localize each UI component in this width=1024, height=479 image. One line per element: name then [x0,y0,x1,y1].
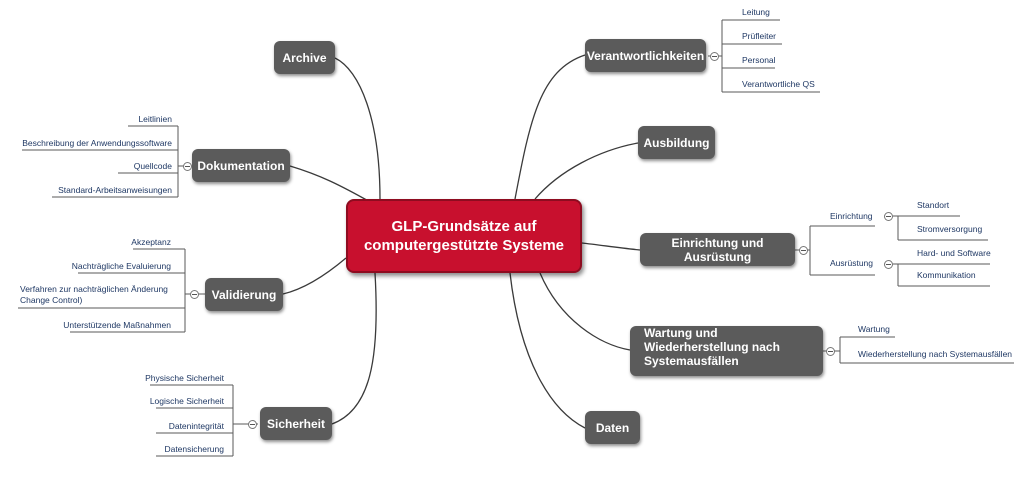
leaf-beschreibung-anwendungssoftware[interactable]: Beschreibung der Anwendungssoftware [22,138,172,148]
topic-sicherheit[interactable]: Sicherheit [260,407,332,440]
leaf-personal[interactable]: Personal [742,55,776,65]
leaf-unterstuetzende-massnahmen[interactable]: Unterstützende Maßnahmen [63,320,171,330]
topic-daten[interactable]: Daten [585,411,640,444]
leaf-verfahren-aenderung[interactable]: Verfahren zur nachträglichen Änderung Ch… [20,284,168,306]
collapse-toggle-wartung[interactable] [826,347,835,356]
leaf-leitlinien[interactable]: Leitlinien [138,114,172,124]
leaf-datensicherung[interactable]: Datensicherung [164,444,224,454]
topic-wartung-line1: Wartung und Wiederherstellung nach [644,326,780,354]
leaf-nachtraegliche-evaluierung[interactable]: Nachträgliche Evaluierung [71,261,171,271]
leaf-verfahren-line2: Change Control) [20,295,83,305]
leaf-stromversorgung[interactable]: Stromversorgung [917,224,983,234]
central-topic-line1: GLP-Grundsätze auf [391,218,537,235]
leaf-logische-sicherheit[interactable]: Logische Sicherheit [149,396,224,406]
collapse-toggle-verantwortlichkeiten[interactable] [710,52,719,61]
collapse-toggle-sicherheit[interactable] [248,420,257,429]
collapse-toggle-einrichtung[interactable] [884,212,893,221]
topic-archive[interactable]: Archive [274,41,335,74]
leaf-akzeptanz[interactable]: Akzeptanz [131,237,171,247]
topic-dokumentation[interactable]: Dokumentation [192,149,290,182]
leaf-standard-arbeitsanweisungen[interactable]: Standard-Arbeitsanweisungen [58,185,172,195]
collapse-toggle-ausruestung[interactable] [884,260,893,269]
collapse-toggle-validierung[interactable] [190,290,199,299]
leaf-standort[interactable]: Standort [917,200,950,210]
central-topic[interactable]: GLP-Grundsätze auf computergestützte Sys… [346,199,582,273]
leaf-verantwortliche-qs[interactable]: Verantwortliche QS [742,79,815,89]
leaf-verfahren-line1: Verfahren zur nachträglichen Änderung [20,284,168,294]
topic-einrichtung-und-ausruestung[interactable]: Einrichtung und Ausrüstung [640,233,795,266]
leaf-pruefleiter[interactable]: Prüfleiter [742,31,777,41]
leaf-physische-sicherheit[interactable]: Physische Sicherheit [145,373,224,383]
leaf-quellcode[interactable]: Quellcode [133,161,172,171]
topic-wartung[interactable]: Wartung und Wiederherstellung nach Syste… [630,326,823,376]
collapse-toggle-dokumentation[interactable] [183,162,192,171]
topic-wartung-line2: Systemausfällen [644,354,739,368]
leaf-wartung[interactable]: Wartung [858,324,890,334]
leaf-leitung[interactable]: Leitung [742,7,770,17]
central-topic-line2: computergestützte Systeme [363,237,565,254]
subtopic-ausruestung[interactable]: Ausrüstung [830,258,873,268]
leaf-kommunikation[interactable]: Kommunikation [917,270,976,280]
collapse-toggle-einrichtung-und-ausruestung[interactable] [799,246,808,255]
topic-verantwortlichkeiten[interactable]: Verantwortlichkeiten [585,39,706,72]
leaf-wiederherstellung[interactable]: Wiederherstellung nach Systemausfällen [858,349,1013,359]
leaf-hard-und-software[interactable]: Hard- und Software [917,248,991,258]
topic-validierung[interactable]: Validierung [205,278,283,311]
subtopic-einrichtung[interactable]: Einrichtung [830,211,873,221]
leaf-datenintegritaet[interactable]: Datenintegrität [168,421,224,431]
topic-ausbildung[interactable]: Ausbildung [638,126,715,159]
